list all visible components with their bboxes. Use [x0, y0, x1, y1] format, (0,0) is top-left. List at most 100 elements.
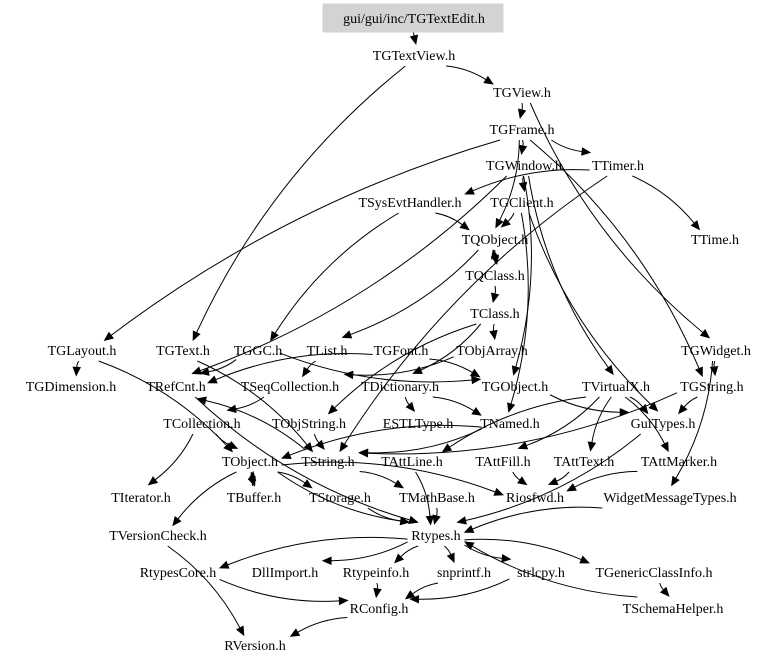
edge-TGWidget-to-WidgetMessageTypes	[675, 360, 714, 479]
node-TNamed[interactable]: TNamed.h	[480, 417, 539, 432]
node-GuiTypes[interactable]: GuiTypes.h	[631, 417, 696, 432]
node-TVirtualX[interactable]: TVirtualX.h	[582, 380, 650, 395]
node-TGFont[interactable]: TGFont.h	[374, 344, 429, 359]
edge-snprintf-to-RConfig	[412, 582, 439, 595]
edge-Rtypes-to-DllImport	[331, 541, 408, 562]
node-TAttLine[interactable]: TAttLine.h	[381, 455, 442, 470]
node-TSchemaHelper[interactable]: TSchemaHelper.h	[623, 602, 724, 617]
edge-TGObject-to-GuiTypes	[549, 394, 621, 413]
edge-TObject-to-TVersionCheck	[177, 471, 237, 520]
node-label: TTimer.h	[592, 159, 644, 174]
node-TSysEvtHandler[interactable]: TSysEvtHandler.h	[358, 196, 461, 211]
node-TAttText[interactable]: TAttText.h	[554, 455, 615, 470]
arrowhead-icon	[446, 552, 455, 564]
node-TBuffer[interactable]: TBuffer.h	[227, 491, 282, 506]
node-snprintf[interactable]: snprintf.h	[437, 566, 491, 581]
node-TTimer[interactable]: TTimer.h	[592, 159, 644, 174]
node-TGWindow[interactable]: TGWindow.h	[486, 159, 562, 174]
edge-TObject-to-Riosfwd	[281, 461, 496, 493]
node-TString[interactable]: TString.h	[301, 455, 354, 470]
arrowhead-icon	[471, 407, 482, 416]
nodes-layer: gui/gui/inc/TGTextEdit.hTGTextView.hTGVi…	[26, 3, 751, 654]
edge-TVirtualX-to-TAttFill	[526, 396, 600, 447]
node-Rtypeinfo[interactable]: Rtypeinfo.h	[343, 566, 410, 581]
node-TGString[interactable]: TGString.h	[680, 380, 743, 395]
node-TVersionCheck[interactable]: TVersionCheck.h	[109, 529, 207, 544]
node-TAttMarker[interactable]: TAttMarker.h	[641, 455, 717, 470]
node-TGTextView[interactable]: TGTextView.h	[373, 49, 455, 64]
node-TTime[interactable]: TTime.h	[691, 233, 739, 248]
edge-TNamed-to-TObject	[289, 424, 482, 456]
node-TGenericClassInfo[interactable]: TGenericClassInfo.h	[595, 566, 712, 581]
node-TGDimension[interactable]: TGDimension.h	[26, 380, 117, 395]
arrowhead-icon	[199, 367, 210, 376]
edge-TGFrame-to-TGWindow	[522, 139, 524, 147]
node-TObjString[interactable]: TObjString.h	[272, 417, 346, 432]
node-TGView[interactable]: TGView.h	[493, 86, 551, 101]
node-TGObject[interactable]: TGObject.h	[482, 380, 548, 395]
node-Rtypes[interactable]: Rtypes.h	[411, 529, 460, 544]
node-RVersion[interactable]: RVersion.h	[224, 639, 286, 654]
arrowhead-icon	[404, 590, 416, 600]
edge-TGFrame-to-TTimer	[551, 139, 583, 153]
node-TIterator[interactable]: TIterator.h	[111, 491, 170, 506]
edge-TGWindow-to-TGObject	[515, 175, 532, 368]
node-label: TGenericClassInfo.h	[595, 566, 712, 581]
node-TGWidget[interactable]: TGWidget.h	[681, 344, 751, 359]
node-TAttFill[interactable]: TAttFill.h	[475, 455, 530, 470]
edge-TVirtualX-to-TAttText	[591, 396, 612, 443]
node-label: TGString.h	[680, 380, 743, 395]
node-label: TGGC.h	[234, 344, 283, 359]
arrowhead-icon	[358, 448, 369, 458]
node-TMathBase[interactable]: TMathBase.h	[399, 491, 475, 506]
arrowhead-icon	[408, 515, 419, 524]
arrowhead-icon	[343, 370, 354, 380]
edge-Rtypeinfo-to-RConfig	[376, 582, 379, 590]
node-TGLayout[interactable]: TGLayout.h	[48, 344, 117, 359]
arrowhead-icon	[517, 108, 527, 119]
node-RConfig[interactable]: RConfig.h	[350, 602, 409, 617]
node-label: TGObject.h	[482, 380, 548, 395]
arrowhead-icon	[172, 515, 182, 527]
edge-TNamed-to-TString	[367, 428, 482, 454]
node-strlcpy[interactable]: strlcpy.h	[517, 566, 565, 581]
node-label: TDictionary.h	[361, 380, 439, 395]
node-DllImport[interactable]: DllImport.h	[252, 566, 319, 581]
node-TGFrame[interactable]: TGFrame.h	[490, 123, 555, 138]
node-TClass[interactable]: TClass.h	[470, 307, 519, 322]
node-TGClient[interactable]: TGClient.h	[490, 196, 553, 211]
node-root[interactable]: gui/gui/inc/TGTextEdit.h	[322, 3, 504, 33]
edge-TTimer-to-TSysEvtHandler	[472, 169, 590, 192]
arrowhead-icon	[281, 451, 292, 459]
arrowhead-icon	[604, 364, 614, 376]
node-TObjArray[interactable]: TObjArray.h	[456, 344, 528, 359]
node-TQObject[interactable]: TQObject.h	[462, 233, 528, 248]
node-WidgetMessageTypes[interactable]: WidgetMessageTypes.h	[603, 491, 736, 506]
node-RtypesCore[interactable]: RtypesCore.h	[140, 566, 217, 581]
edge-Rtypes-to-strlcpy	[464, 544, 503, 559]
node-Riosfwd[interactable]: Riosfwd.h	[506, 491, 564, 506]
node-label: TGWindow.h	[486, 159, 562, 174]
node-TCollection[interactable]: TCollection.h	[163, 417, 240, 432]
node-label: TQObject.h	[462, 233, 528, 248]
node-TSeqCollection[interactable]: TSeqCollection.h	[241, 380, 339, 395]
node-TList[interactable]: TList.h	[307, 344, 348, 359]
edge-TGView-to-TGWidget	[529, 102, 704, 333]
node-TObject[interactable]: TObject.h	[222, 455, 278, 470]
edge-TSeqCollection-to-TCollection	[235, 396, 265, 410]
node-TGGC[interactable]: TGGC.h	[234, 344, 283, 359]
edge-TGenericClassInfo-to-TSchemaHelper	[659, 582, 664, 591]
node-ESTLType[interactable]: ESTLType.h	[383, 417, 453, 432]
node-TDictionary[interactable]: TDictionary.h	[361, 380, 439, 395]
node-label: TSchemaHelper.h	[623, 602, 724, 617]
edge-strlcpy-to-RConfig	[418, 578, 510, 600]
node-TQClass[interactable]: TQClass.h	[465, 269, 525, 284]
node-label: TSeqCollection.h	[241, 380, 339, 395]
edge-TSchemaHelper-to-Rtypes	[471, 545, 638, 598]
node-TStorage[interactable]: TStorage.h	[309, 491, 371, 506]
node-label: TAttMarker.h	[641, 455, 717, 470]
arrowhead-icon	[493, 487, 505, 496]
node-TRefCnt[interactable]: TRefCnt.h	[146, 380, 206, 395]
arrowhead-icon	[72, 366, 81, 377]
node-TGText[interactable]: TGText.h	[156, 344, 210, 359]
